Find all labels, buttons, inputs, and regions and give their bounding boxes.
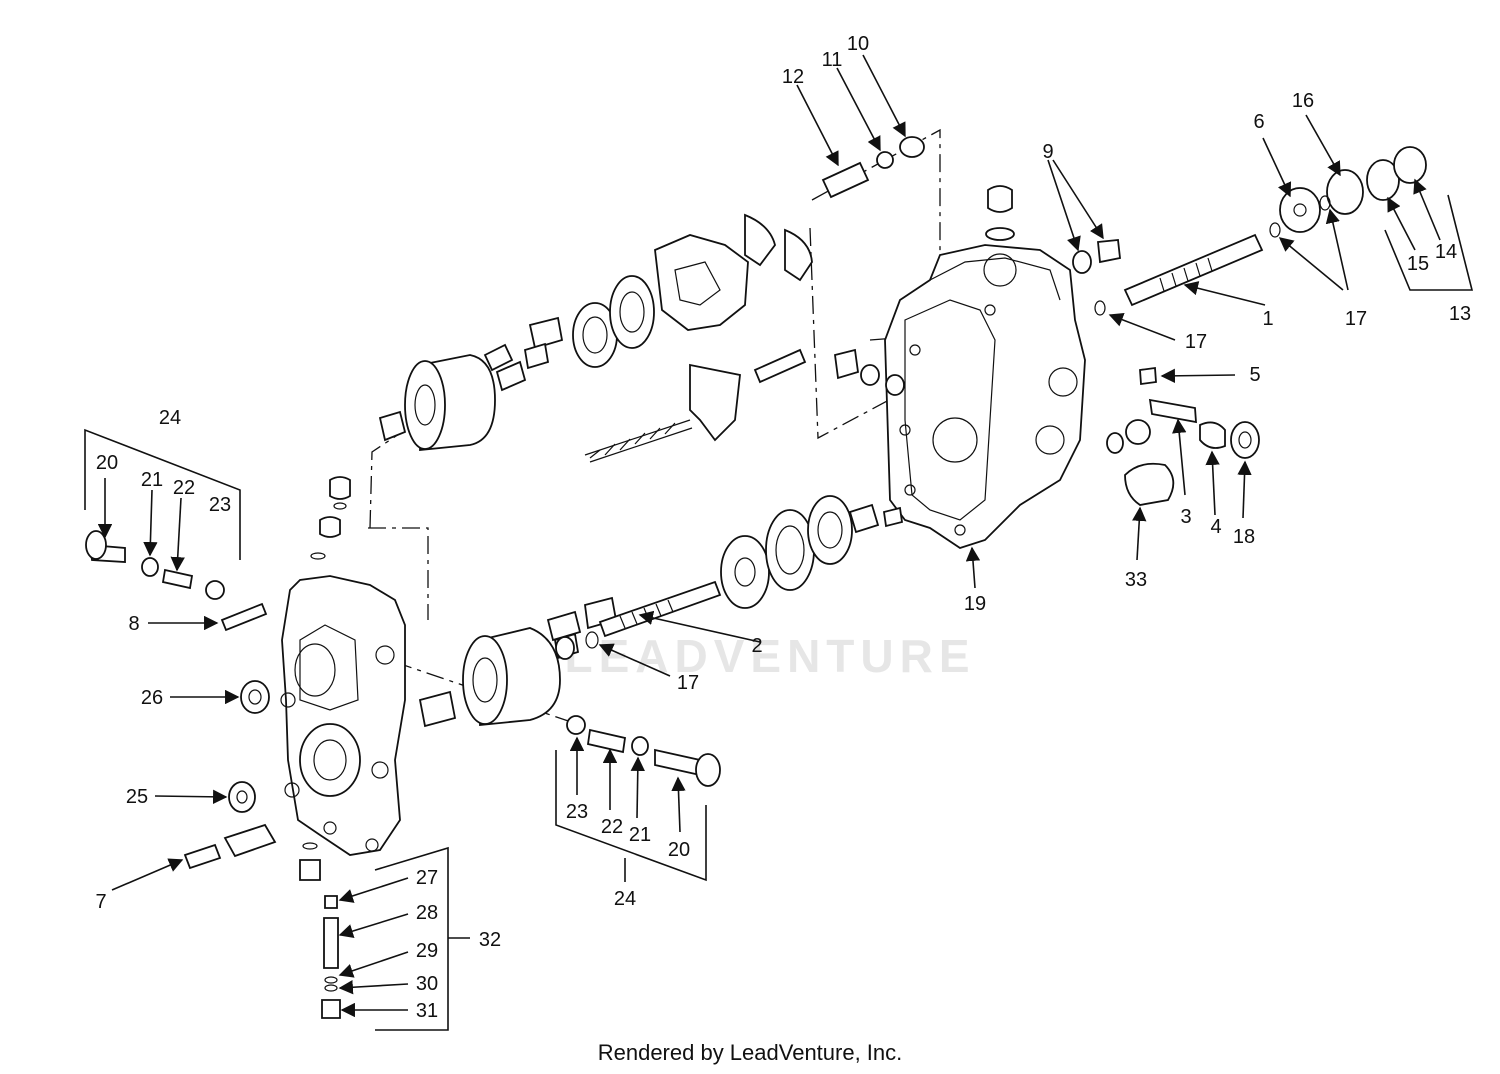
callout-25: 25: [126, 786, 148, 808]
callout-7: 7: [95, 891, 106, 913]
callout-29: 29: [416, 940, 438, 962]
lower-rotating-group: [418, 495, 904, 728]
callout-21-left: 21: [141, 469, 163, 491]
callout-5: 5: [1249, 364, 1260, 386]
callout-1: 1: [1262, 308, 1273, 330]
callout-8: 8: [128, 613, 139, 635]
callout-19: 19: [964, 593, 986, 615]
callout-32: 32: [479, 929, 501, 951]
leader-lines: [84, 54, 1474, 1031]
callout-4: 4: [1210, 516, 1221, 538]
callout-16: 16: [1292, 90, 1314, 112]
callout-17-right: 17: [1345, 308, 1367, 330]
callout-33: 33: [1125, 569, 1147, 591]
callout-13: 13: [1449, 303, 1471, 325]
callout-17-mid: 17: [1185, 331, 1207, 353]
callout-21-lower: 21: [629, 824, 651, 846]
right-housing: [884, 185, 1086, 549]
callout-28: 28: [416, 902, 438, 924]
callout-24-lower: 24: [614, 888, 636, 910]
callout-6: 6: [1253, 111, 1264, 133]
callout-3: 3: [1180, 506, 1191, 528]
callout-20-left: 20: [96, 452, 118, 474]
callout-2: 2: [751, 635, 762, 657]
callout-22-left: 22: [173, 477, 195, 499]
callout-22-lower: 22: [601, 816, 623, 838]
callout-12: 12: [782, 66, 804, 88]
callout-23-left: 23: [209, 494, 231, 516]
callout-labels: 1 2 3 4 5 6 7 8 9 10 11 12 13 14 15 16 1…: [95, 33, 1471, 1022]
callout-24-left: 24: [159, 407, 181, 429]
callout-14: 14: [1435, 241, 1457, 263]
callout-11: 11: [822, 49, 843, 71]
callout-15: 15: [1407, 253, 1429, 275]
callout-31: 31: [416, 1000, 438, 1022]
upper-rotating-group: [378, 213, 813, 463]
callout-30: 30: [416, 973, 438, 995]
callout-18: 18: [1233, 526, 1255, 548]
callout-10: 10: [847, 33, 869, 55]
callout-9: 9: [1042, 141, 1053, 163]
callout-17-left: 17: [677, 672, 699, 694]
callout-20-lower: 20: [668, 839, 690, 861]
callout-26: 26: [141, 687, 163, 709]
callout-27: 27: [416, 867, 438, 889]
callout-23-lower: 23: [566, 801, 588, 823]
left-housing: [280, 476, 406, 881]
footer-credit: Rendered by LeadVenture, Inc.: [597, 1040, 903, 1065]
watermark: LEADVENTURE: [564, 630, 975, 682]
small-parts: [85, 136, 1427, 1019]
